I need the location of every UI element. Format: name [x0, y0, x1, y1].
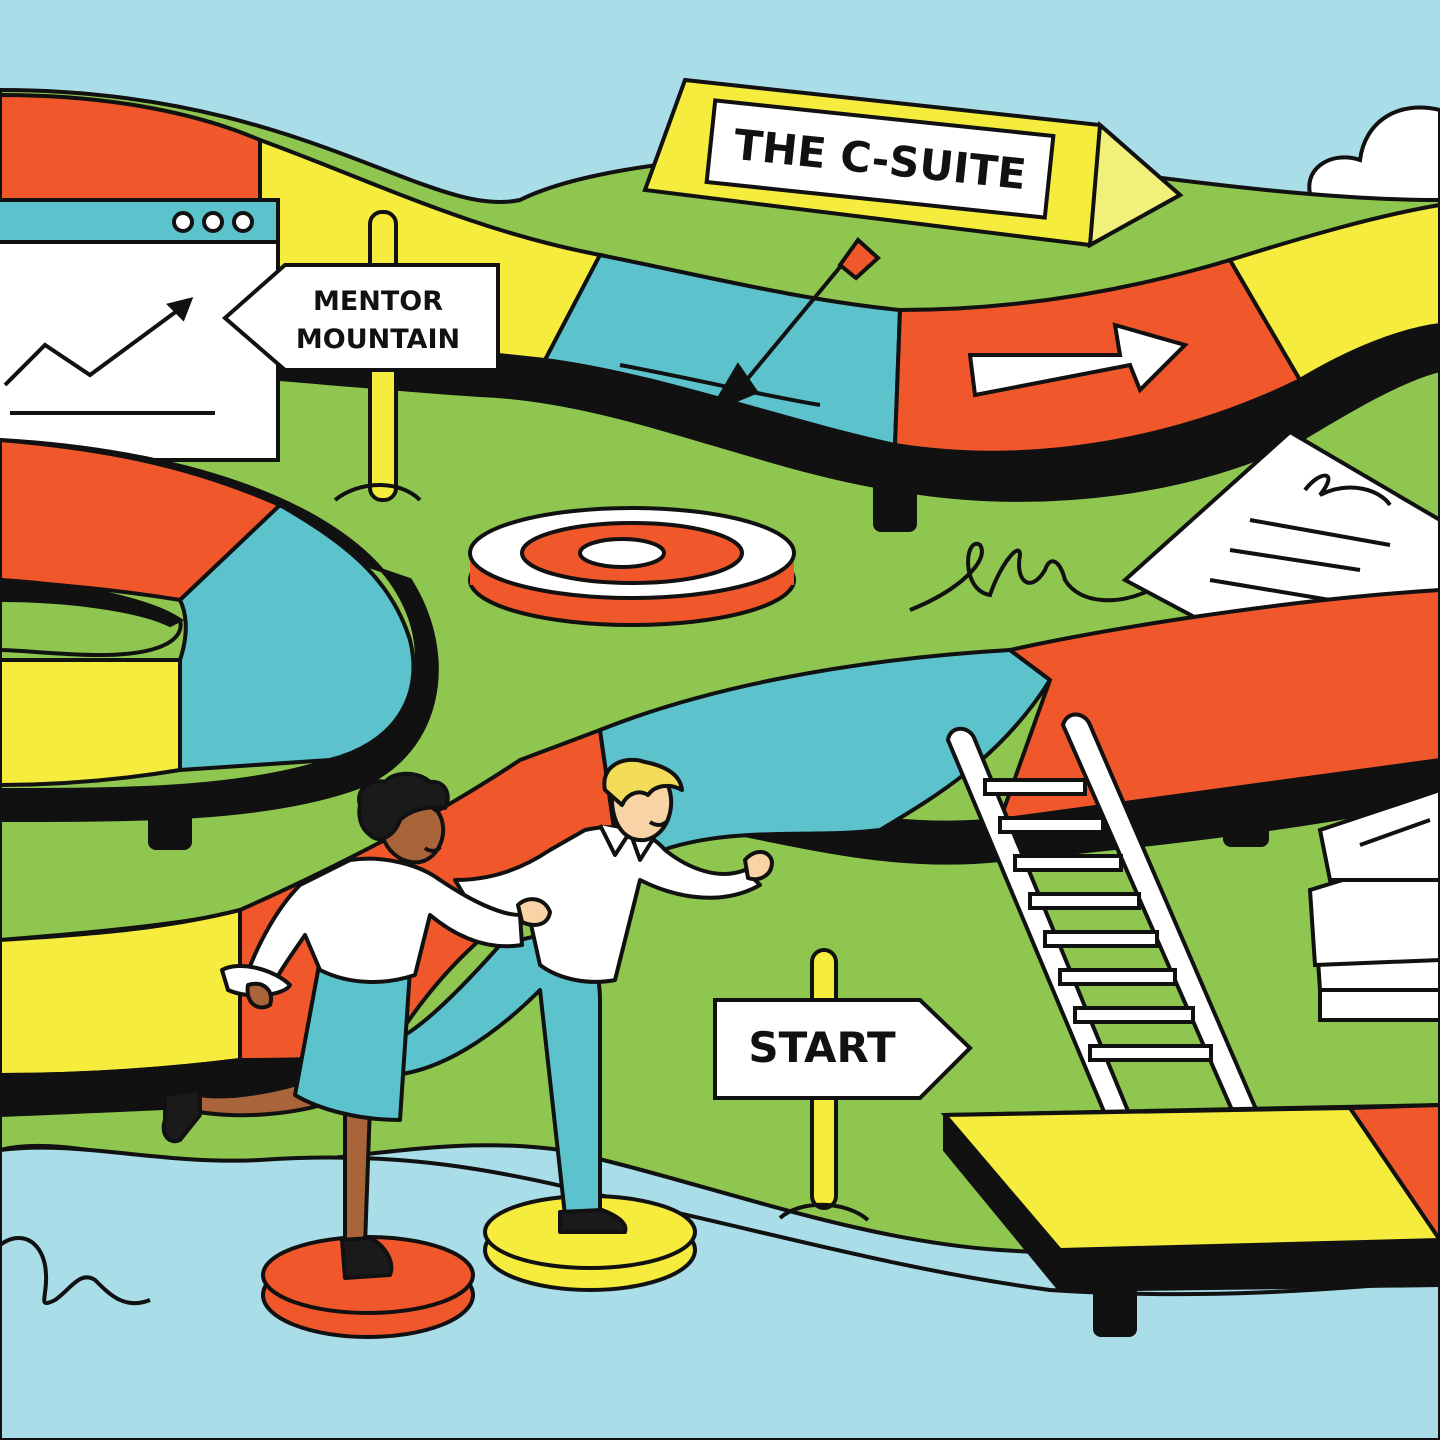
wave-squiggle-icon: [0, 1235, 151, 1306]
stepping-discs: [261, 1194, 697, 1339]
running-woman-figure: [161, 771, 524, 1280]
dart-arrow-icon: [619, 237, 881, 415]
cloud-icon: [1307, 105, 1440, 202]
mentor-label-line1: MENTOR: [313, 286, 443, 317]
signature-squiggle-icon: [909, 541, 1151, 612]
running-man-figure: [393, 757, 774, 1234]
target-disc-icon: [468, 506, 796, 627]
left-loop-path: [0, 437, 439, 850]
start-label: START: [748, 1023, 896, 1072]
start-signpost: [713, 948, 973, 1222]
mentor-mountain-signpost: [221, 210, 500, 502]
start-platform: [940, 1102, 1440, 1337]
browser-window-chart-icon: [0, 198, 280, 462]
c-suite-sign: [642, 77, 1184, 249]
mentor-label-line2: MOUNTAIN: [296, 324, 460, 355]
document-stack-icon: [1307, 787, 1440, 1022]
right-arrow-icon: [967, 322, 1189, 398]
